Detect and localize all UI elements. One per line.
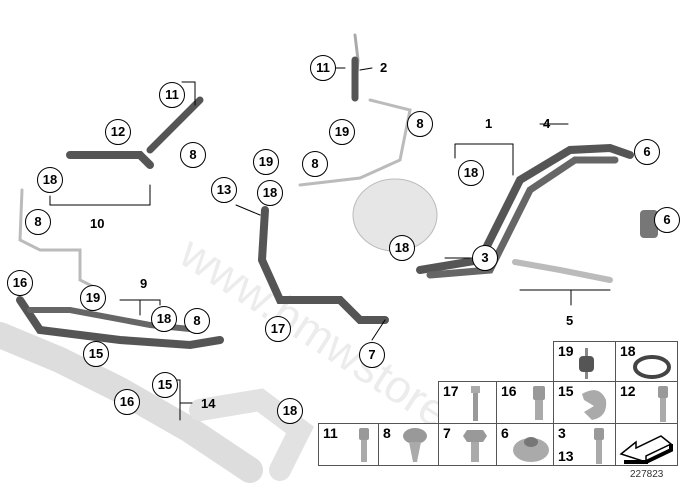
rubber-mount-icon <box>579 348 594 379</box>
callout-18[interactable]: 18 <box>37 167 63 193</box>
callout-11[interactable]: 11 <box>310 55 336 81</box>
callout-17[interactable]: 17 <box>265 316 291 342</box>
callout-12[interactable]: 12 <box>105 119 131 145</box>
callout-18[interactable]: 18 <box>277 398 303 424</box>
callout-11[interactable]: 11 <box>159 82 185 108</box>
callout-6[interactable]: 6 <box>654 207 680 233</box>
callout-8[interactable]: 8 <box>180 142 206 168</box>
clip-icon <box>582 390 607 420</box>
pressure-hose <box>16 296 224 350</box>
callout-15[interactable]: 15 <box>83 341 109 367</box>
part-cell-8[interactable]: 8 <box>378 423 439 466</box>
twin-hoses <box>416 143 634 274</box>
part-number: 18 <box>620 343 636 359</box>
flange-nut-icon <box>513 437 549 462</box>
part-number: 16 <box>501 383 517 399</box>
part-number: 6 <box>501 425 509 441</box>
part-number: 12 <box>620 383 636 399</box>
callout-1[interactable]: 1 <box>485 116 493 131</box>
callout-5[interactable]: 5 <box>566 313 574 328</box>
o-ring-icon <box>633 355 671 379</box>
part-number: 11 <box>323 425 338 441</box>
socket-screw-icon <box>594 428 604 464</box>
part-number: 3 <box>558 425 566 441</box>
image-number: 227823 <box>630 469 664 480</box>
callout-13[interactable]: 13 <box>211 177 237 203</box>
hex-bolt-icon <box>463 430 487 462</box>
callout-19[interactable]: 19 <box>253 149 279 175</box>
part-cell-direction <box>615 423 678 466</box>
callout-4[interactable]: 4 <box>543 116 551 131</box>
callout-9[interactable]: 9 <box>140 276 148 291</box>
return-line <box>18 188 102 292</box>
callout-7[interactable]: 7 <box>359 342 385 368</box>
callout-8[interactable]: 8 <box>302 151 328 177</box>
expanding-rivet-icon <box>403 428 427 462</box>
callout-2[interactable]: 2 <box>380 60 388 75</box>
part-cell-15[interactable]: 15 <box>553 381 616 424</box>
direction-arrow-icon <box>619 435 673 464</box>
part-number: 19 <box>558 343 574 359</box>
callout-16[interactable]: 16 <box>7 270 33 296</box>
callout-8[interactable]: 8 <box>184 308 210 334</box>
callout-18[interactable]: 18 <box>257 180 283 206</box>
part-number: 17 <box>443 383 459 399</box>
callout-19[interactable]: 19 <box>80 285 106 311</box>
part-number: 13 <box>558 448 574 464</box>
callout-14[interactable]: 14 <box>201 396 216 411</box>
socket-screw-icon <box>359 428 369 462</box>
callout-3[interactable]: 3 <box>472 245 498 271</box>
callout-18[interactable]: 18 <box>389 235 415 261</box>
callout-16[interactable]: 16 <box>114 389 140 415</box>
socket-screw-icon <box>658 386 668 422</box>
part-cell-12[interactable]: 12 <box>615 381 678 424</box>
part-cell-3-13[interactable]: 3 13 <box>553 423 616 466</box>
reservoir <box>640 210 658 238</box>
callout-10[interactable]: 10 <box>90 216 105 231</box>
part-cell-18[interactable]: 18 <box>615 341 678 382</box>
callout-18[interactable]: 18 <box>151 306 177 332</box>
callout-6[interactable]: 6 <box>634 139 660 165</box>
callout-18[interactable]: 18 <box>458 160 484 186</box>
callout-8[interactable]: 8 <box>25 209 51 235</box>
part-cell-17[interactable]: 17 <box>438 381 497 424</box>
part-cell-16[interactable]: 16 <box>496 381 554 424</box>
part-cell-19[interactable]: 19 <box>553 341 616 382</box>
callout-8[interactable]: 8 <box>407 111 433 137</box>
part-number: 15 <box>558 383 574 399</box>
socket-screw-icon <box>533 386 545 420</box>
callout-15[interactable]: 15 <box>152 372 178 398</box>
part-number: 8 <box>383 425 391 441</box>
hex-bolt-icon <box>471 386 480 421</box>
part-cell-7[interactable]: 7 <box>438 423 497 466</box>
part-cell-6[interactable]: 6 <box>496 423 554 466</box>
part-cell-11[interactable]: 11 <box>318 423 379 466</box>
part-number: 7 <box>443 425 451 441</box>
callout-19[interactable]: 19 <box>329 119 355 145</box>
